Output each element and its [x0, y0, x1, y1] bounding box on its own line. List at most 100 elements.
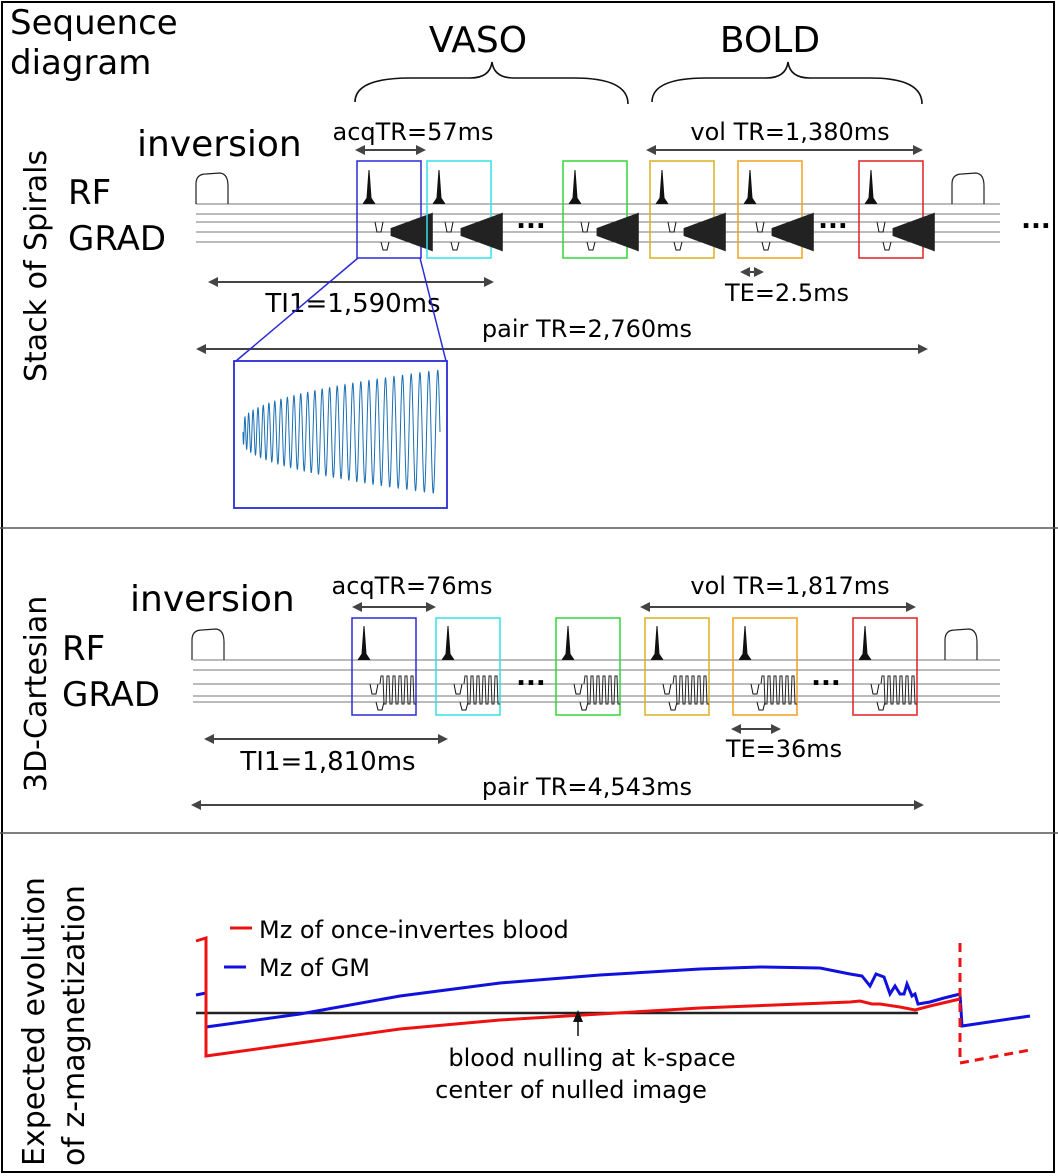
spirals-side-label: Stack of Spirals — [19, 150, 54, 382]
figure-title-line1: Sequence — [10, 3, 178, 43]
rewinder-lobe — [673, 241, 683, 251]
excitation-pulse-icon — [858, 625, 872, 661]
rewinder-lobe — [756, 701, 766, 711]
excitation-pulse-icon — [561, 625, 575, 661]
slice-gradient-lobe — [755, 221, 765, 233]
excitation-pulse-icon — [568, 169, 582, 205]
spiral-readout-icon — [460, 212, 503, 252]
spirals-sequence-traces — [195, 160, 1000, 259]
excitation-pulse-icon — [743, 169, 757, 205]
blood-magnetization-curve — [195, 935, 961, 1058]
cartesian-ellipsis-1: ... — [516, 662, 546, 692]
zoom-connector-left — [235, 257, 359, 362]
spirals-rf-label: RF — [68, 173, 111, 213]
inversion-pulse-icon — [951, 172, 985, 204]
acquisition-box — [356, 160, 422, 259]
rewinder-lobe — [586, 241, 596, 251]
cartesian-pair-tr: pair TR=4,543ms — [482, 773, 692, 801]
excitation-pulse-icon — [650, 625, 664, 661]
spiral-readout-icon — [771, 212, 814, 252]
acquisition-box — [435, 617, 501, 716]
excitation-pulse-icon — [738, 625, 752, 661]
cartesian-inversion-label: inversion — [130, 579, 295, 620]
vaso-brace — [354, 61, 629, 105]
epi-readout-icon — [880, 675, 917, 705]
acquisition-box — [732, 617, 798, 716]
epi-readout-icon — [379, 675, 416, 705]
acquisition-box — [555, 617, 621, 716]
legend-gm-label: Mz of GM — [259, 954, 370, 982]
spirals-pair-tr: pair TR=2,760ms — [482, 315, 692, 343]
magnetization-side-label-line2: of z-magnetization — [57, 885, 92, 1166]
spirals-vol-tr: vol TR=1,380ms — [690, 118, 889, 146]
rewinder-lobe — [459, 701, 469, 711]
inversion-pulse-icon — [191, 628, 225, 660]
legend-blood-label: Mz of once-invertes blood — [259, 916, 569, 944]
spiral-readout-icon — [596, 212, 639, 252]
cartesian-vol-tr: vol TR=1,817ms — [690, 572, 889, 600]
slice-gradient-lobe — [750, 683, 760, 695]
spirals-te: TE=2.5ms — [724, 279, 849, 307]
bold-brace — [651, 61, 923, 105]
slice-gradient-lobe — [667, 221, 677, 233]
slice-gradient-lobe — [662, 683, 672, 695]
epi-readout-icon — [672, 675, 709, 705]
spiral-readout-icon — [892, 212, 935, 252]
acquisition-box — [649, 160, 715, 259]
spirals-acq-tr: acqTR=57ms — [332, 118, 493, 146]
spirals-ellipsis-2: ... — [818, 205, 848, 235]
cartesian-te: TE=36ms — [725, 735, 842, 763]
spirals-ellipsis-1: ... — [516, 205, 546, 235]
cartesian-ellipsis-2: ... — [811, 662, 841, 692]
spirals-ti1: TI1=1,590ms — [264, 289, 440, 319]
slice-gradient-lobe — [870, 683, 880, 695]
spirals-inversion-label: inversion — [137, 124, 302, 165]
rewinder-lobe — [876, 701, 886, 711]
spiral-readout-icon — [390, 212, 433, 252]
slice-gradient-lobe — [573, 683, 583, 695]
blood-curve-dashed-continuation — [959, 1048, 1031, 1065]
slice-gradient-lobe — [369, 683, 379, 695]
cartesian-ti1: TI1=1,810ms — [239, 747, 415, 777]
acquisition-box — [426, 160, 492, 259]
nulling-arrow-head — [573, 1010, 583, 1022]
excitation-pulse-icon — [432, 169, 446, 205]
rewinder-lobe — [882, 241, 892, 251]
excitation-pulse-icon — [362, 169, 376, 205]
epi-readout-icon — [463, 675, 500, 705]
spiral-readout-icon — [683, 212, 726, 252]
cartesian-side-label: 3D-Cartesian — [19, 596, 54, 792]
spirals-grad-label: GRAD — [68, 219, 166, 259]
vaso-label: VASO — [429, 20, 527, 61]
cartesian-sequence-traces — [191, 617, 1000, 716]
rewinder-lobe — [380, 241, 390, 251]
cartesian-rf-label: RF — [62, 629, 105, 669]
acquisition-box — [562, 160, 628, 259]
figure-title-line2: diagram — [10, 43, 151, 83]
inversion-pulse-icon — [195, 172, 229, 204]
bold-label: BOLD — [720, 20, 820, 61]
acquisition-box — [351, 617, 417, 716]
cartesian-grad-label: GRAD — [62, 675, 160, 715]
inversion-pulse-icon — [944, 628, 978, 660]
spiral-readout-zoom-waveform — [242, 369, 441, 494]
rewinder-lobe — [761, 241, 771, 251]
rewinder-lobe — [375, 701, 385, 711]
slice-gradient-lobe — [453, 683, 463, 695]
slice-gradient-lobe — [444, 221, 454, 233]
slice-gradient-lobe — [580, 221, 590, 233]
epi-readout-icon — [583, 675, 620, 705]
excitation-pulse-icon — [357, 625, 371, 661]
acquisition-box — [852, 617, 918, 716]
spiral-readout-zoom-box — [233, 360, 448, 509]
nulling-annotation-line1: blood nulling at k-space — [448, 1044, 735, 1072]
spirals-ellipsis-3: ... — [1021, 205, 1051, 235]
zoom-connector-right — [419, 257, 447, 362]
magnetization-side-label-line1: Expected evolution — [17, 877, 52, 1166]
acquisition-box — [858, 160, 924, 259]
gm-magnetization-curve — [195, 965, 1031, 1029]
acquisition-box — [737, 160, 803, 259]
